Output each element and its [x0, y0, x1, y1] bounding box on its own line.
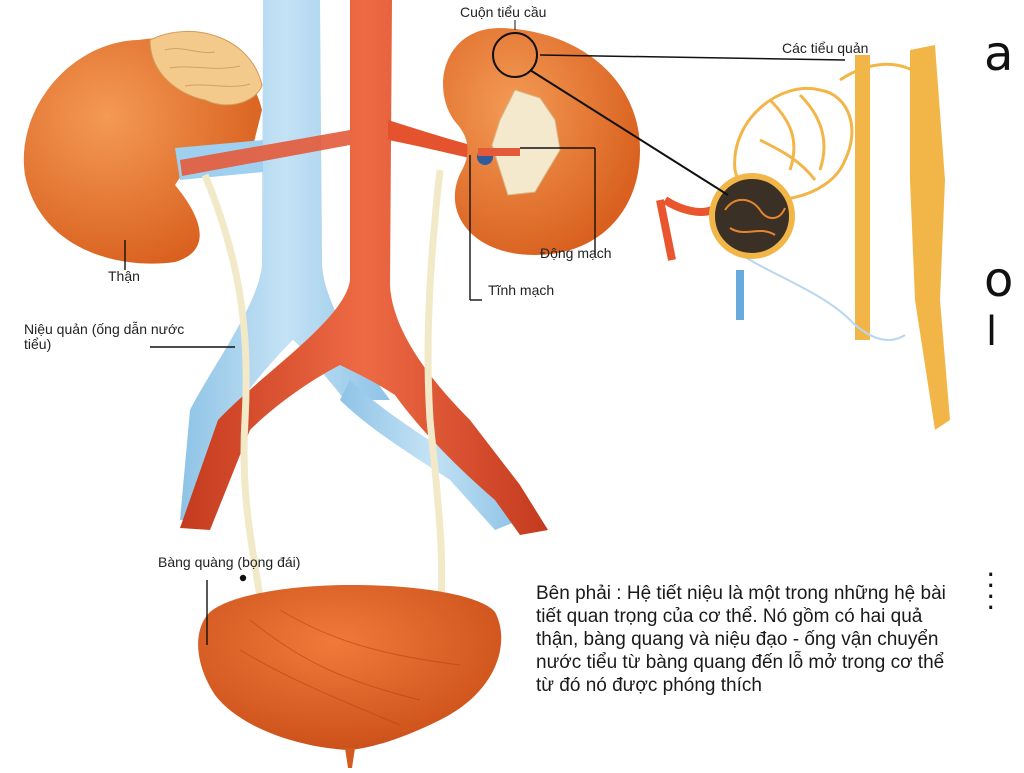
label-vein: Tĩnh mạch: [488, 282, 555, 298]
edge-glyph-l: l: [986, 309, 998, 355]
caption-text: Bên phải : Hệ tiết niệu là một trong nhữ…: [536, 583, 946, 696]
nephron: [656, 45, 950, 430]
ureters: [201, 169, 446, 611]
label-tubules: Các tiểu quản: [782, 40, 869, 56]
edge-glyph-colon-2: :: [986, 583, 996, 616]
label-artery: Động mạch: [540, 245, 612, 261]
zoom-callout: [492, 20, 846, 196]
label-kidney: Thận: [108, 268, 140, 284]
label-ureter: Niệu quản (ống dẫn nước tiểu): [24, 321, 185, 352]
bladder: [198, 585, 502, 768]
left-kidney: [23, 30, 263, 264]
label-bladder: Bàng quàng (bọng đái): [158, 554, 301, 570]
edge-glyph-a: a: [984, 26, 1014, 82]
edge-glyph-colon-1: :: [986, 561, 996, 594]
leader-lines: [124, 147, 596, 645]
kidney-cross-section: [443, 28, 640, 255]
label-glomerulus: Cuộn tiểu cầu: [460, 4, 547, 20]
edge-glyph-o: o: [984, 252, 1014, 308]
